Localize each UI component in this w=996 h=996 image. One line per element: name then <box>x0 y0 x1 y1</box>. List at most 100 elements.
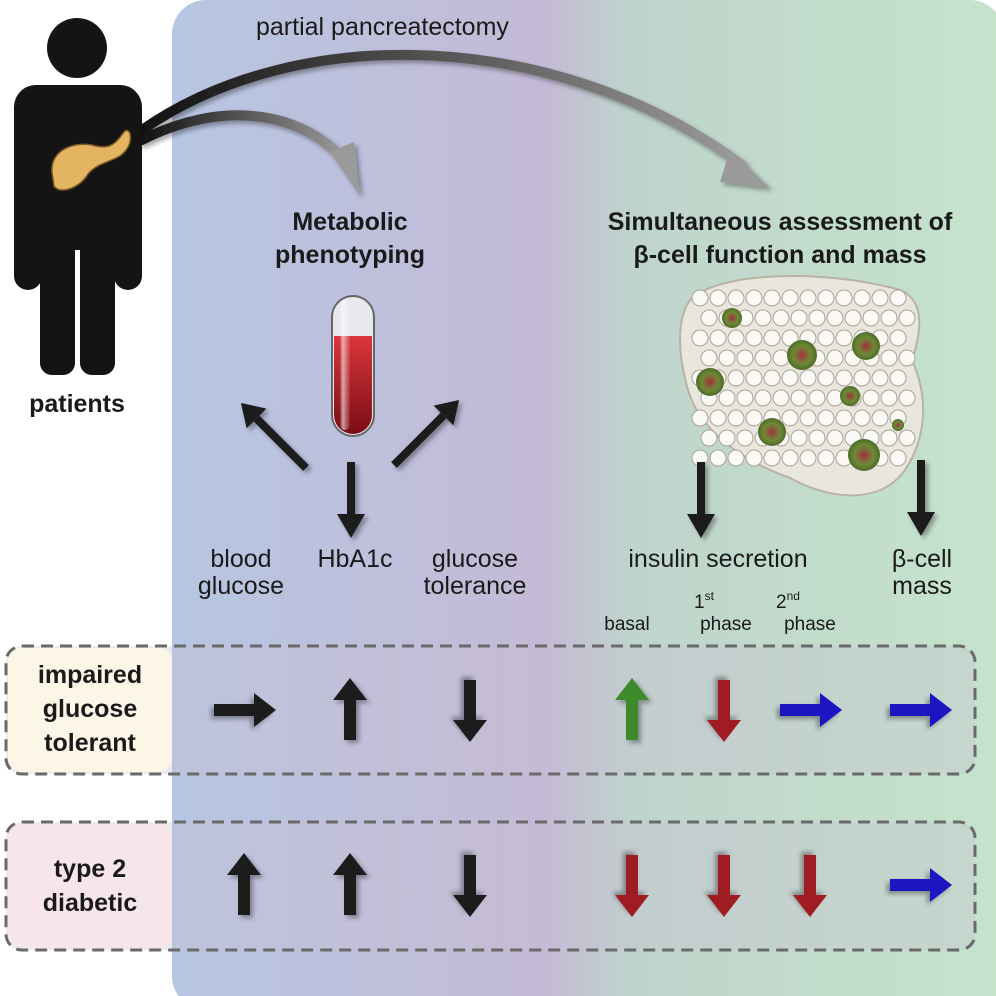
tissue-cell <box>772 349 790 367</box>
tissue-cell <box>745 449 763 467</box>
patient-icon <box>14 18 142 375</box>
assessment-title-line1: Simultaneous assessment of <box>607 208 953 236</box>
surgery-label: partial pancreatectomy <box>256 13 509 41</box>
row-box-diabetic <box>4 820 977 952</box>
phase-ordinal: nd <box>786 589 800 603</box>
tissue-cell <box>835 289 853 307</box>
tissue-cell <box>889 329 907 347</box>
phase-number: 2 <box>776 592 787 613</box>
tissue-cell <box>889 449 907 467</box>
tissue-cell <box>781 369 799 387</box>
tissue-cell <box>799 369 817 387</box>
pancreas-icon <box>51 129 132 191</box>
arrow-to-hba1c <box>337 462 365 538</box>
tissue-cell <box>871 369 889 387</box>
tissue-cell <box>709 409 727 427</box>
row-label-impaired-glucose-tolerant: impaired glucose tolerant <box>8 658 172 760</box>
tissue-cell <box>763 289 781 307</box>
tissue-cell <box>817 449 835 467</box>
row-label-line: impaired <box>37 661 143 689</box>
measure-line: glucose <box>431 545 519 573</box>
tissue-cell <box>835 369 853 387</box>
tissue-cell <box>844 309 862 327</box>
tissue-cell <box>862 389 880 407</box>
measure-hba1c: HbA1c <box>300 546 410 573</box>
tissue-cell <box>871 409 889 427</box>
tissue-cell <box>745 409 763 427</box>
tissue-cell <box>745 289 763 307</box>
result-arrow-right-icon <box>890 693 952 727</box>
metabolic-title-line2: phenotyping <box>275 241 425 269</box>
tissue-cell <box>799 409 817 427</box>
tissue-cell <box>781 449 799 467</box>
tissue-cell <box>763 369 781 387</box>
phase-second: 2nd phase <box>770 589 850 636</box>
tissue-cell <box>817 289 835 307</box>
assessment-title-line2: β-cell function and mass <box>633 241 927 269</box>
result-arrow-down-icon <box>707 855 741 917</box>
phase-number: 1 <box>694 592 705 613</box>
result-arrow-down-icon <box>615 855 649 917</box>
measure-line: insulin secretion <box>628 545 808 573</box>
tissue-cell <box>880 349 898 367</box>
tissue-cell <box>727 329 745 347</box>
tissue-cell <box>763 329 781 347</box>
tissue-cell <box>808 429 826 447</box>
tissue-cell <box>880 389 898 407</box>
arrow-to-blood-glucose <box>240 402 309 471</box>
tissue-cell <box>727 409 745 427</box>
row-label-type2-diabetic: type 2 diabetic <box>8 852 172 920</box>
tissue-cell <box>727 449 745 467</box>
tissue-cell <box>745 329 763 347</box>
tissue-cell <box>835 409 853 427</box>
result-arrow-down-icon <box>453 855 487 917</box>
tissue-cell <box>700 309 718 327</box>
tissue-cell <box>736 429 754 447</box>
tissue-cell <box>754 389 772 407</box>
measure-line: mass <box>892 572 952 600</box>
measure-line: glucose <box>197 572 285 600</box>
tissue-cell <box>889 289 907 307</box>
tissue-cell <box>826 429 844 447</box>
tissue-cell <box>898 429 916 447</box>
tissue-cell <box>817 329 835 347</box>
assessment-title: Simultaneous assessment of β-cell functi… <box>566 206 994 272</box>
tissue-cell <box>781 289 799 307</box>
tissue-cell <box>880 309 898 327</box>
arrow-to-beta-cell-mass <box>907 460 935 536</box>
tissue-cell <box>727 289 745 307</box>
tissue-cell <box>754 309 772 327</box>
tissue-cell <box>862 309 880 327</box>
tissue-cell <box>808 309 826 327</box>
tissue-cell <box>889 369 907 387</box>
tissue-cell <box>691 409 709 427</box>
tissue-cell <box>691 289 709 307</box>
tissue-cell <box>880 429 898 447</box>
measure-line: HbA1c <box>317 545 393 573</box>
measure-line: blood <box>210 545 272 573</box>
tissue-cell <box>736 389 754 407</box>
phase-label: basal <box>604 614 650 635</box>
patients-label: patients <box>29 390 125 418</box>
phase-ordinal: st <box>704 589 714 603</box>
tissue-cell <box>853 289 871 307</box>
tissue-cell <box>745 369 763 387</box>
row-label-line: tolerant <box>44 729 136 757</box>
tissue-cell <box>718 349 736 367</box>
row-label-line: glucose <box>42 695 138 723</box>
tissue-cell <box>772 389 790 407</box>
background-panel <box>172 0 996 996</box>
tissue-cell <box>700 349 718 367</box>
result-arrow-up-icon <box>333 853 367 915</box>
result-arrow-up-icon <box>615 678 649 740</box>
result-arrow-right-icon <box>890 868 952 902</box>
metabolic-phenotyping-title: Metabolic phenotyping <box>240 206 460 272</box>
tissue-cell <box>817 369 835 387</box>
surgery-arrow-long <box>137 49 770 188</box>
tissue-cell <box>763 449 781 467</box>
result-arrows <box>214 678 952 917</box>
result-arrow-up-icon <box>227 853 261 915</box>
tissue-cell <box>826 349 844 367</box>
